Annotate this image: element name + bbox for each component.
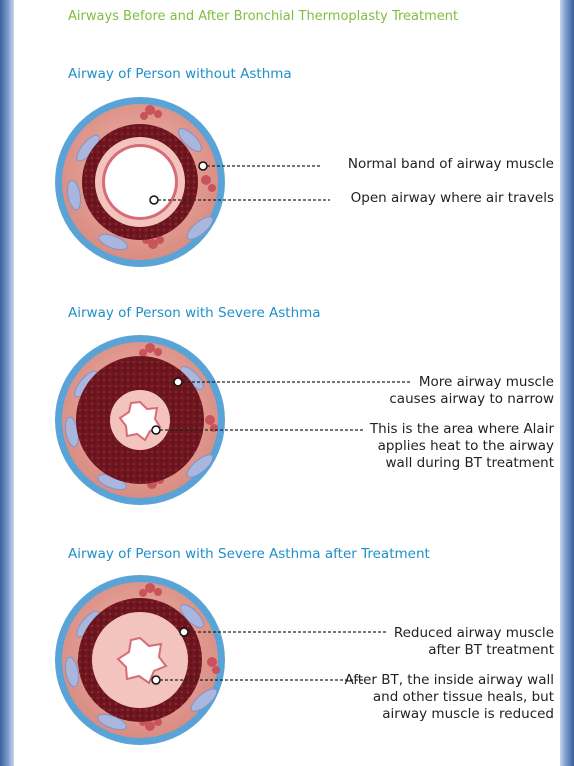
airway-severe — [55, 335, 410, 505]
lumen-open — [105, 147, 175, 217]
pointer-dot — [199, 162, 207, 170]
airway-normal — [55, 97, 330, 267]
pointer-dot — [152, 676, 160, 684]
airway-after-treatment — [55, 575, 386, 745]
pointer-dot — [150, 196, 158, 204]
pointer-dot — [174, 378, 182, 386]
pointer-dot — [152, 426, 160, 434]
pointer-dot — [180, 628, 188, 636]
